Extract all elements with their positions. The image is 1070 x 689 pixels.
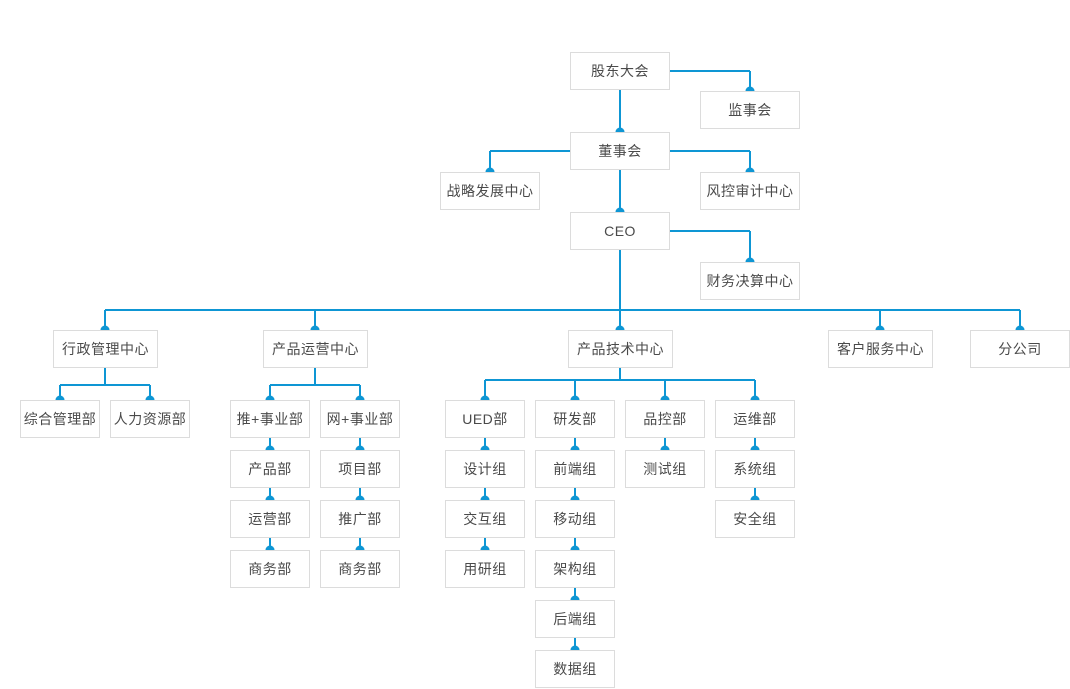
org-node-product-dept[interactable]: 产品部 [230,450,310,488]
org-node-label-test-group: 测试组 [643,461,687,477]
org-node-devops[interactable]: 运维部 [715,400,795,438]
org-node-mobile[interactable]: 移动组 [535,500,615,538]
org-node-system-group[interactable]: 系统组 [715,450,795,488]
org-node-strategy[interactable]: 战略发展中心 [440,172,540,210]
org-node-test-group[interactable]: 测试组 [625,450,705,488]
org-node-label-biz-dept-1: 商务部 [248,561,292,577]
org-node-label-devops: 运维部 [733,411,777,427]
org-node-label-prodops: 产品运营中心 [272,341,359,357]
org-node-supervisors[interactable]: 监事会 [700,91,800,129]
org-node-riskaudit[interactable]: 风控审计中心 [700,172,800,210]
org-node-label-system-group: 系统组 [733,461,777,477]
org-node-backend[interactable]: 后端组 [535,600,615,638]
org-node-user-research[interactable]: 用研组 [445,550,525,588]
org-node-promo-dept[interactable]: 推广部 [320,500,400,538]
org-node-label-qc: 品控部 [643,411,687,427]
org-node-label-interaction: 交互组 [463,511,507,527]
org-node-shareholders[interactable]: 股东大会 [570,52,670,90]
org-node-ceo[interactable]: CEO [570,212,670,250]
org-node-label-project-dept: 项目部 [338,461,382,477]
org-node-label-supervisors: 监事会 [728,102,772,118]
org-node-biz-dept-1[interactable]: 商务部 [230,550,310,588]
org-node-label-tui-bu: 推+事业部 [236,411,304,427]
org-node-tui-bu[interactable]: 推+事业部 [230,400,310,438]
org-node-branch[interactable]: 分公司 [970,330,1070,368]
org-node-qc[interactable]: 品控部 [625,400,705,438]
org-node-label-general-mgmt: 综合管理部 [23,411,97,427]
org-node-data-group[interactable]: 数据组 [535,650,615,688]
org-node-label-prodtech: 产品技术中心 [577,341,664,357]
org-node-label-hr: 人力资源部 [113,411,187,427]
org-node-general-mgmt[interactable]: 综合管理部 [20,400,100,438]
org-node-custserv[interactable]: 客户服务中心 [828,330,933,368]
org-node-wang-bu[interactable]: 网+事业部 [320,400,400,438]
org-node-ops-dept[interactable]: 运营部 [230,500,310,538]
org-node-label-admin: 行政管理中心 [62,341,149,357]
org-node-hr[interactable]: 人力资源部 [110,400,190,438]
org-node-rnd[interactable]: 研发部 [535,400,615,438]
org-node-project-dept[interactable]: 项目部 [320,450,400,488]
org-node-label-riskaudit: 风控审计中心 [706,183,794,199]
org-node-finance[interactable]: 财务决算中心 [700,262,800,300]
org-node-architecture[interactable]: 架构组 [535,550,615,588]
org-node-label-data-group: 数据组 [553,661,597,677]
org-node-label-ops-dept: 运营部 [248,511,292,527]
org-node-label-strategy: 战略发展中心 [446,183,534,199]
org-node-label-promo-dept: 推广部 [338,511,382,527]
org-node-label-branch: 分公司 [998,341,1042,357]
org-node-interaction[interactable]: 交互组 [445,500,525,538]
org-node-board[interactable]: 董事会 [570,132,670,170]
org-node-label-rnd: 研发部 [553,411,597,427]
org-node-label-architecture: 架构组 [553,561,597,577]
org-node-prodtech[interactable]: 产品技术中心 [568,330,673,368]
org-node-label-product-dept: 产品部 [248,461,292,477]
org-node-security[interactable]: 安全组 [715,500,795,538]
org-node-label-frontend: 前端组 [553,461,597,477]
org-node-label-user-research: 用研组 [463,561,507,577]
org-node-label-custserv: 客户服务中心 [837,341,924,357]
org-node-label-ceo: CEO [604,223,636,239]
org-node-ued[interactable]: UED部 [445,400,525,438]
org-node-prodops[interactable]: 产品运营中心 [263,330,368,368]
org-node-label-mobile: 移动组 [553,511,597,527]
org-node-label-wang-bu: 网+事业部 [326,411,394,427]
org-node-label-design-group: 设计组 [463,461,507,477]
org-node-label-security: 安全组 [733,511,777,527]
org-node-biz-dept-2[interactable]: 商务部 [320,550,400,588]
org-node-admin[interactable]: 行政管理中心 [53,330,158,368]
org-node-label-biz-dept-2: 商务部 [338,561,382,577]
org-node-label-shareholders: 股东大会 [591,63,649,79]
org-node-label-finance: 财务决算中心 [706,273,794,289]
org-node-label-ued: UED部 [462,411,508,427]
org-node-design-group[interactable]: 设计组 [445,450,525,488]
org-node-label-backend: 后端组 [553,611,597,627]
org-node-frontend[interactable]: 前端组 [535,450,615,488]
org-node-label-board: 董事会 [598,143,642,159]
